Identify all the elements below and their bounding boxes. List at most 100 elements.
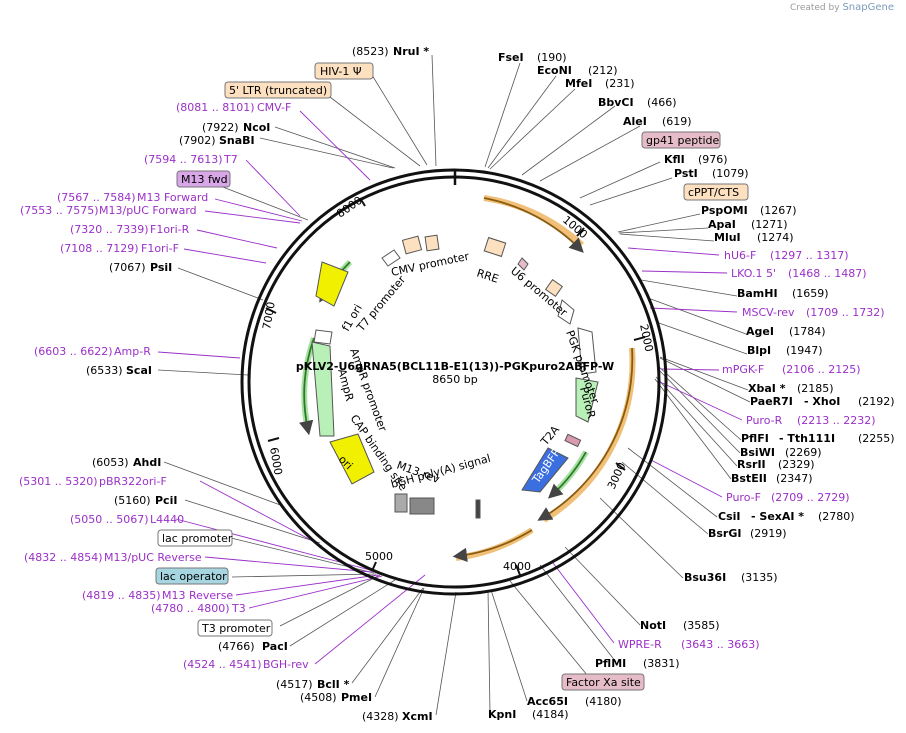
tick-6000: 6000 [267,446,285,476]
primer-f1ori-f: F1ori-F [141,242,179,255]
enz-pflfi: PflFI [741,432,769,445]
enz-fsei-pos: (190) [537,51,567,64]
box-m13-fwd: M13 fwd [181,173,228,186]
tick-5000: 5000 [365,550,393,563]
enz-rsrii-pos: (2329) [778,458,815,471]
enz-psii: PsiI [150,261,172,274]
enz-xcmi: XcmI [402,710,433,723]
enz-snabi: SnaBI [219,134,255,147]
enz-mlui-pos: (1274) [757,231,794,244]
feature-rre-box [483,236,507,258]
primer-t3: T3 [231,602,246,615]
primer-puro-f-pos: (2709 .. 2729) [771,491,850,504]
enz-bsiwi-pos: (2269) [785,446,822,459]
primer-mpgk-f: mPGK-F [722,363,764,376]
enz-kfli: KflI [664,153,685,166]
plasmid-name: pKLV2-U6gRNA5(BCL11B-E1(13))-PGKpuro2ABF… [296,360,614,373]
primer-amp-r: Amp-R [114,345,151,358]
enz-xhoi: - XhoI [804,395,840,408]
enz-bbvci-pos: (466) [647,96,677,109]
enz-pmei: PmeI [341,691,372,704]
enz-apai: ApaI [708,218,736,231]
label-u6-promoter: U6 promoter [508,264,570,319]
primer-m13puc-fwd-pos: (7553 .. 7575) [20,204,99,217]
enz-scai: ScaI [126,364,152,377]
primer-mscv-rev: MSCV-rev [742,306,795,319]
feature-t2a [564,433,582,448]
enz-pcii: PciI [155,494,177,507]
enz-xcmi-pos: (4328) [362,710,399,723]
box-lac-promoter: lac promoter [162,532,233,545]
enz-xbai-pos: (2185) [797,382,834,395]
primer-m13puc-rev-pos: (4832 .. 4854) [24,551,103,564]
enz-pflmi-pos: (3831) [643,657,680,670]
primer-lko1-pos: (1468 .. 1487) [788,267,867,280]
enz-psti: PstI [674,167,698,180]
enz-bcli-pos: (4517) [276,678,313,691]
box-factor-xa: Factor Xa site [566,676,641,689]
enz-bamhi-pos: (1659) [792,287,829,300]
enz-mfei: MfeI [565,77,592,90]
enz-kpni-pos: (4184) [532,708,569,721]
feature-puror [575,377,599,423]
enz-noti-pos: (3585) [683,619,720,632]
primer-m13puc-fwd: M13/pUC Forward [99,204,197,217]
enz-bsu36i-pos: (3135) [741,571,778,584]
feature-f1ori [315,261,349,307]
primer-bgh-rev-pos: (4524 .. 4541) [183,658,262,671]
enz-econi: EcoNI [537,64,572,77]
enz-paer7i: PaeR7I [750,395,793,408]
primer-t7-pos: (7594 .. 7613) [144,153,223,166]
feature-ampr [311,341,335,437]
enz-ahdi-pos: (6053) [92,456,129,469]
enz-rsrii: RsrII [737,458,766,471]
enz-bamhi: BamHI [737,287,778,300]
tick-4000: 4000 [503,560,531,573]
enz-kfli-pos: (976) [698,153,728,166]
primer-l4440: L4440 [150,513,184,526]
enz-bsteii-pos: (2347) [776,472,813,485]
feature-bgh-polya [409,497,435,515]
enz-paci-pos: (4766) [218,640,255,653]
brand-product: SnapGene [842,2,894,13]
enz-bcli: BclI * [317,678,350,691]
label-t7-promoter: T7 promoter [354,273,409,335]
enz-xhoi-pos: (2192) [858,395,895,408]
leader-lines [157,54,751,716]
enz-alei-pos: (619) [662,115,692,128]
primer-m13-rev-pos: (4819 .. 4835) [82,589,161,602]
feature-pgk-arrow [577,327,597,375]
primer-puro-r: Puro-R [746,414,783,427]
primer-cmv-f: CMV-F [257,101,291,114]
primer-f1ori-r: F1ori-R [150,223,190,236]
enz-tth111i: - Tth111I [779,432,835,445]
primer-m13-fwd-pos: (7567 .. 7584) [57,191,136,204]
feature-gp41 [517,257,529,271]
feature-ori [329,433,375,485]
primer-pbr322-pos: (5301 .. 5320) [19,475,98,488]
box-lac-operator: lac operator [160,570,227,583]
primer-pbr322: pBR322ori-F [99,475,167,488]
label-cmv-promoter: CMV promoter [390,250,471,279]
orange-arc-cores [452,197,634,563]
box-5ltr: 5' LTR (truncated) [229,84,327,97]
feature-lac-region [394,493,408,513]
primer-t3-pos: (4780 .. 4800) [151,602,230,615]
box-hiv-psi: HIV-1 Ψ [320,65,362,78]
feature-t7-promoter [313,329,333,345]
box-gp41: gp41 peptide [646,134,720,147]
primer-bgh-rev: BGH-rev [263,658,309,671]
primer-m13-rev: M13 Reverse [162,589,233,602]
primer-leader-lines [157,110,743,665]
feature-cppt [544,278,564,298]
enz-ahdi: AhdI [133,456,161,469]
label-rre: RRE [475,266,500,285]
enz-bsiwi: BsiWI [740,446,775,459]
enz-agei-pos: (1784) [789,325,826,338]
enz-sexai: - SexAI * [751,510,804,523]
enz-mlui: MluI [714,231,741,244]
enz-alei: AleI [623,115,647,128]
primer-m13puc-rev: M13/pUC Reverse [104,551,202,564]
primer-amp-r-pos: (6603 .. 6622) [34,345,113,358]
